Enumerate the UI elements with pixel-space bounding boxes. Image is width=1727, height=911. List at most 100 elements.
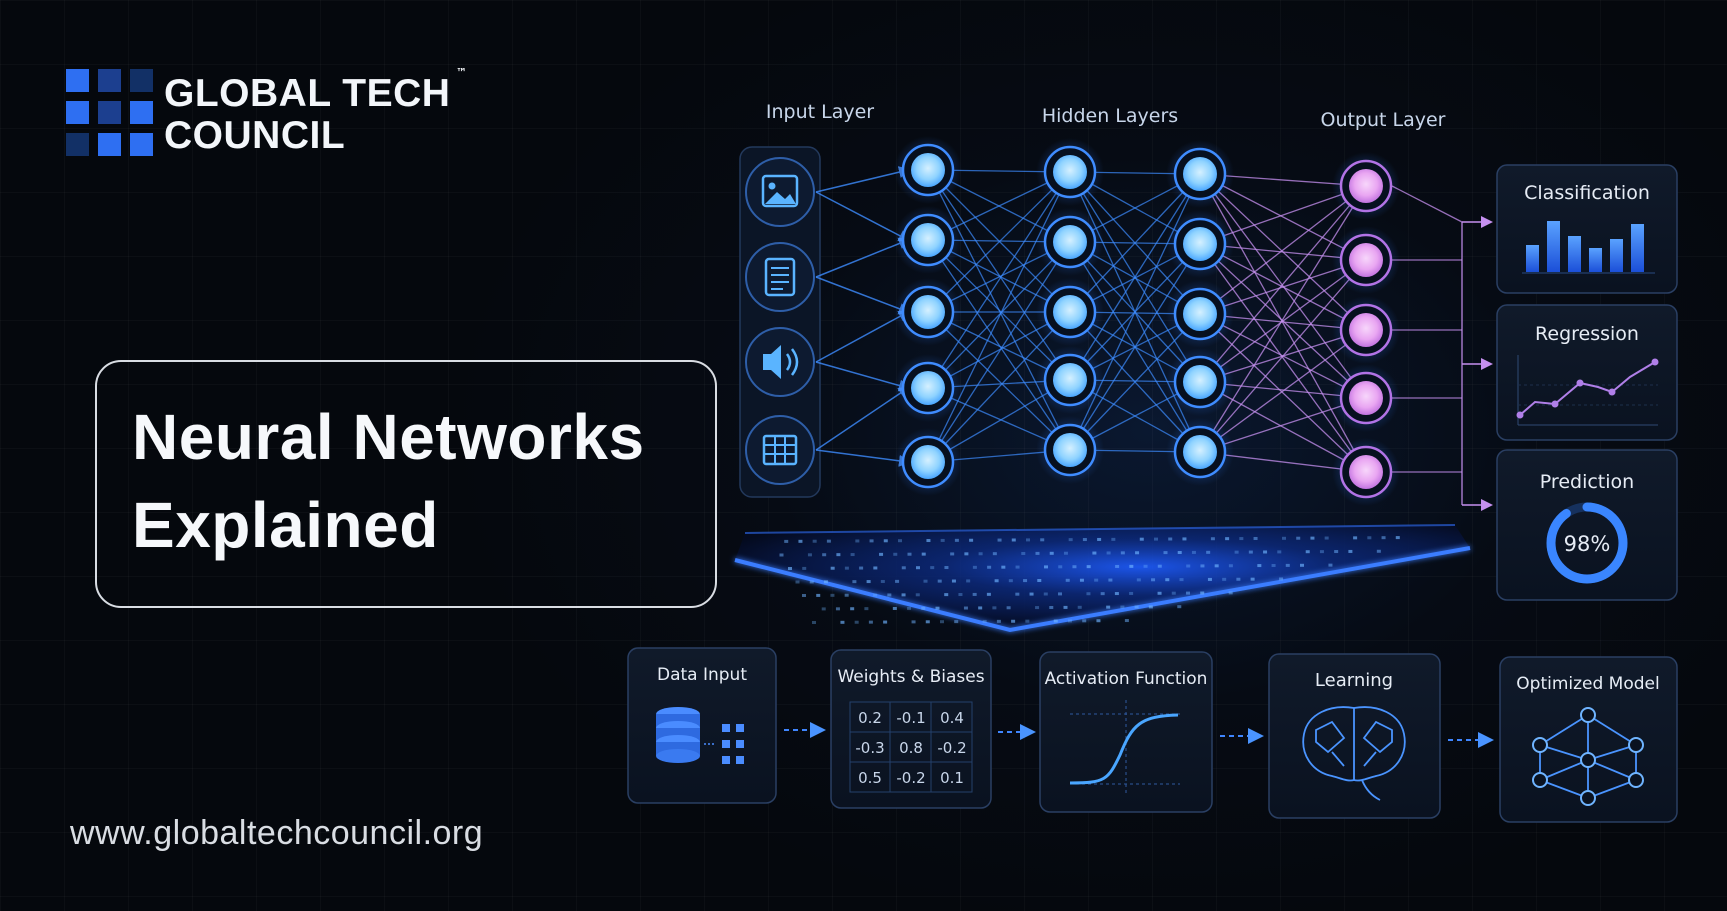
platform-dot <box>978 552 983 556</box>
platform-dot <box>1168 537 1173 541</box>
learning-label: Learning <box>1315 670 1393 691</box>
model-node <box>1532 772 1548 788</box>
platform-dot <box>1044 565 1048 569</box>
brand-logo: GLOBAL TECH COUNCIL <box>66 69 486 164</box>
logo-square <box>130 69 153 92</box>
platform-dot <box>854 620 859 624</box>
platform-dot <box>855 539 860 543</box>
platform-dot <box>1182 537 1187 541</box>
platform-dot <box>1111 537 1116 541</box>
platform-dot <box>944 593 949 597</box>
platform-dot <box>1381 536 1386 540</box>
platform-dot <box>807 553 812 557</box>
input-arrow <box>815 361 911 392</box>
platform-dot <box>1186 564 1191 568</box>
platform-dot <box>1263 550 1268 554</box>
model-edge <box>1587 714 1637 746</box>
network-link <box>1199 185 1367 453</box>
prediction-card: Prediction 98% <box>1496 449 1678 601</box>
platform-dot <box>1177 551 1182 555</box>
weight-cell: -0.3 <box>855 739 884 757</box>
platform-dot <box>911 620 916 624</box>
network-node <box>1053 433 1087 467</box>
network-node <box>911 153 945 187</box>
platform-dot <box>954 538 959 542</box>
platform-dot <box>1021 551 1026 555</box>
platform-dot <box>1296 536 1301 540</box>
model-node <box>1532 737 1548 753</box>
platform-dot <box>844 566 849 570</box>
network-node <box>1053 155 1087 189</box>
platform-dot <box>1049 605 1054 609</box>
weight-cell: -0.2 <box>937 739 966 757</box>
data-input-label: Data Input <box>657 665 747 685</box>
network-link <box>1199 259 1367 383</box>
platform-dot <box>1023 579 1028 583</box>
activation-function-label: Activation Function <box>1045 669 1208 689</box>
platform-dot <box>1225 537 1230 541</box>
platform-dot <box>830 593 835 597</box>
logo-square <box>130 133 153 156</box>
model-edge <box>1539 759 1589 781</box>
output-node <box>1349 243 1383 277</box>
network-link <box>1069 243 1201 451</box>
input-icon-panel <box>739 146 821 498</box>
platform-dot <box>1065 578 1070 582</box>
speaker-icon <box>745 327 815 397</box>
network-node <box>1183 435 1217 469</box>
network-node <box>1183 157 1217 191</box>
platform-dot <box>1129 591 1134 595</box>
platform-dot <box>850 553 855 557</box>
platform-dot <box>836 553 841 557</box>
platform-dot <box>992 552 997 556</box>
image-icon <box>745 157 815 227</box>
logo-square <box>98 69 121 92</box>
model-node <box>1580 790 1596 806</box>
platform-dot <box>1011 538 1016 542</box>
sigmoid-curve-icon <box>1069 700 1180 795</box>
platform-dot <box>1082 538 1087 542</box>
platform-dot <box>788 567 792 570</box>
platform-dot <box>1148 605 1153 609</box>
platform-dot <box>784 539 789 543</box>
platform-dot <box>992 606 997 610</box>
regression-card: Regression <box>1496 304 1678 441</box>
title-frame <box>95 360 717 608</box>
platform-dot <box>1079 578 1084 582</box>
network-node <box>1183 227 1217 261</box>
model-edge <box>1539 744 1589 761</box>
platform-dot <box>1248 550 1253 554</box>
platform-dot <box>1136 578 1141 582</box>
weight-cell: 0.4 <box>940 709 964 727</box>
platform-dot <box>830 566 835 570</box>
weight-cell: 0.5 <box>858 769 882 787</box>
platform-dot <box>809 580 814 584</box>
platform-dot <box>1353 536 1358 540</box>
logo-square <box>66 101 89 124</box>
logo-grid-icon <box>66 69 153 157</box>
platform-dot <box>840 620 845 624</box>
platform-dot <box>1285 563 1290 567</box>
platform-dot <box>802 594 806 597</box>
platform-dot <box>1154 537 1158 541</box>
platform-dot <box>1026 538 1030 542</box>
platform-dot <box>802 566 807 570</box>
platform-dot <box>1163 551 1168 555</box>
platform-dot <box>1058 565 1063 569</box>
activation-function-card: Activation Function <box>1039 651 1213 813</box>
platform-dot <box>1063 605 1068 609</box>
platform-dot <box>893 552 898 556</box>
platform-dot <box>850 607 855 611</box>
platform-dot <box>1068 538 1073 542</box>
platform-dot <box>901 593 906 597</box>
prediction-gauge <box>1546 502 1628 584</box>
platform-dot <box>978 606 983 610</box>
platform-dot <box>916 566 920 570</box>
network-node <box>1183 297 1217 331</box>
weights-biases-card: Weights & Biases 0.2 -0.1 0.4 -0.3 0.8 -… <box>830 649 992 809</box>
network-link <box>1069 173 1201 381</box>
output-branch-arrows <box>1391 185 1493 511</box>
weight-cell: 0.2 <box>858 709 882 727</box>
title-line-1: Neural Networks <box>132 401 645 473</box>
platform-dot <box>966 579 971 583</box>
